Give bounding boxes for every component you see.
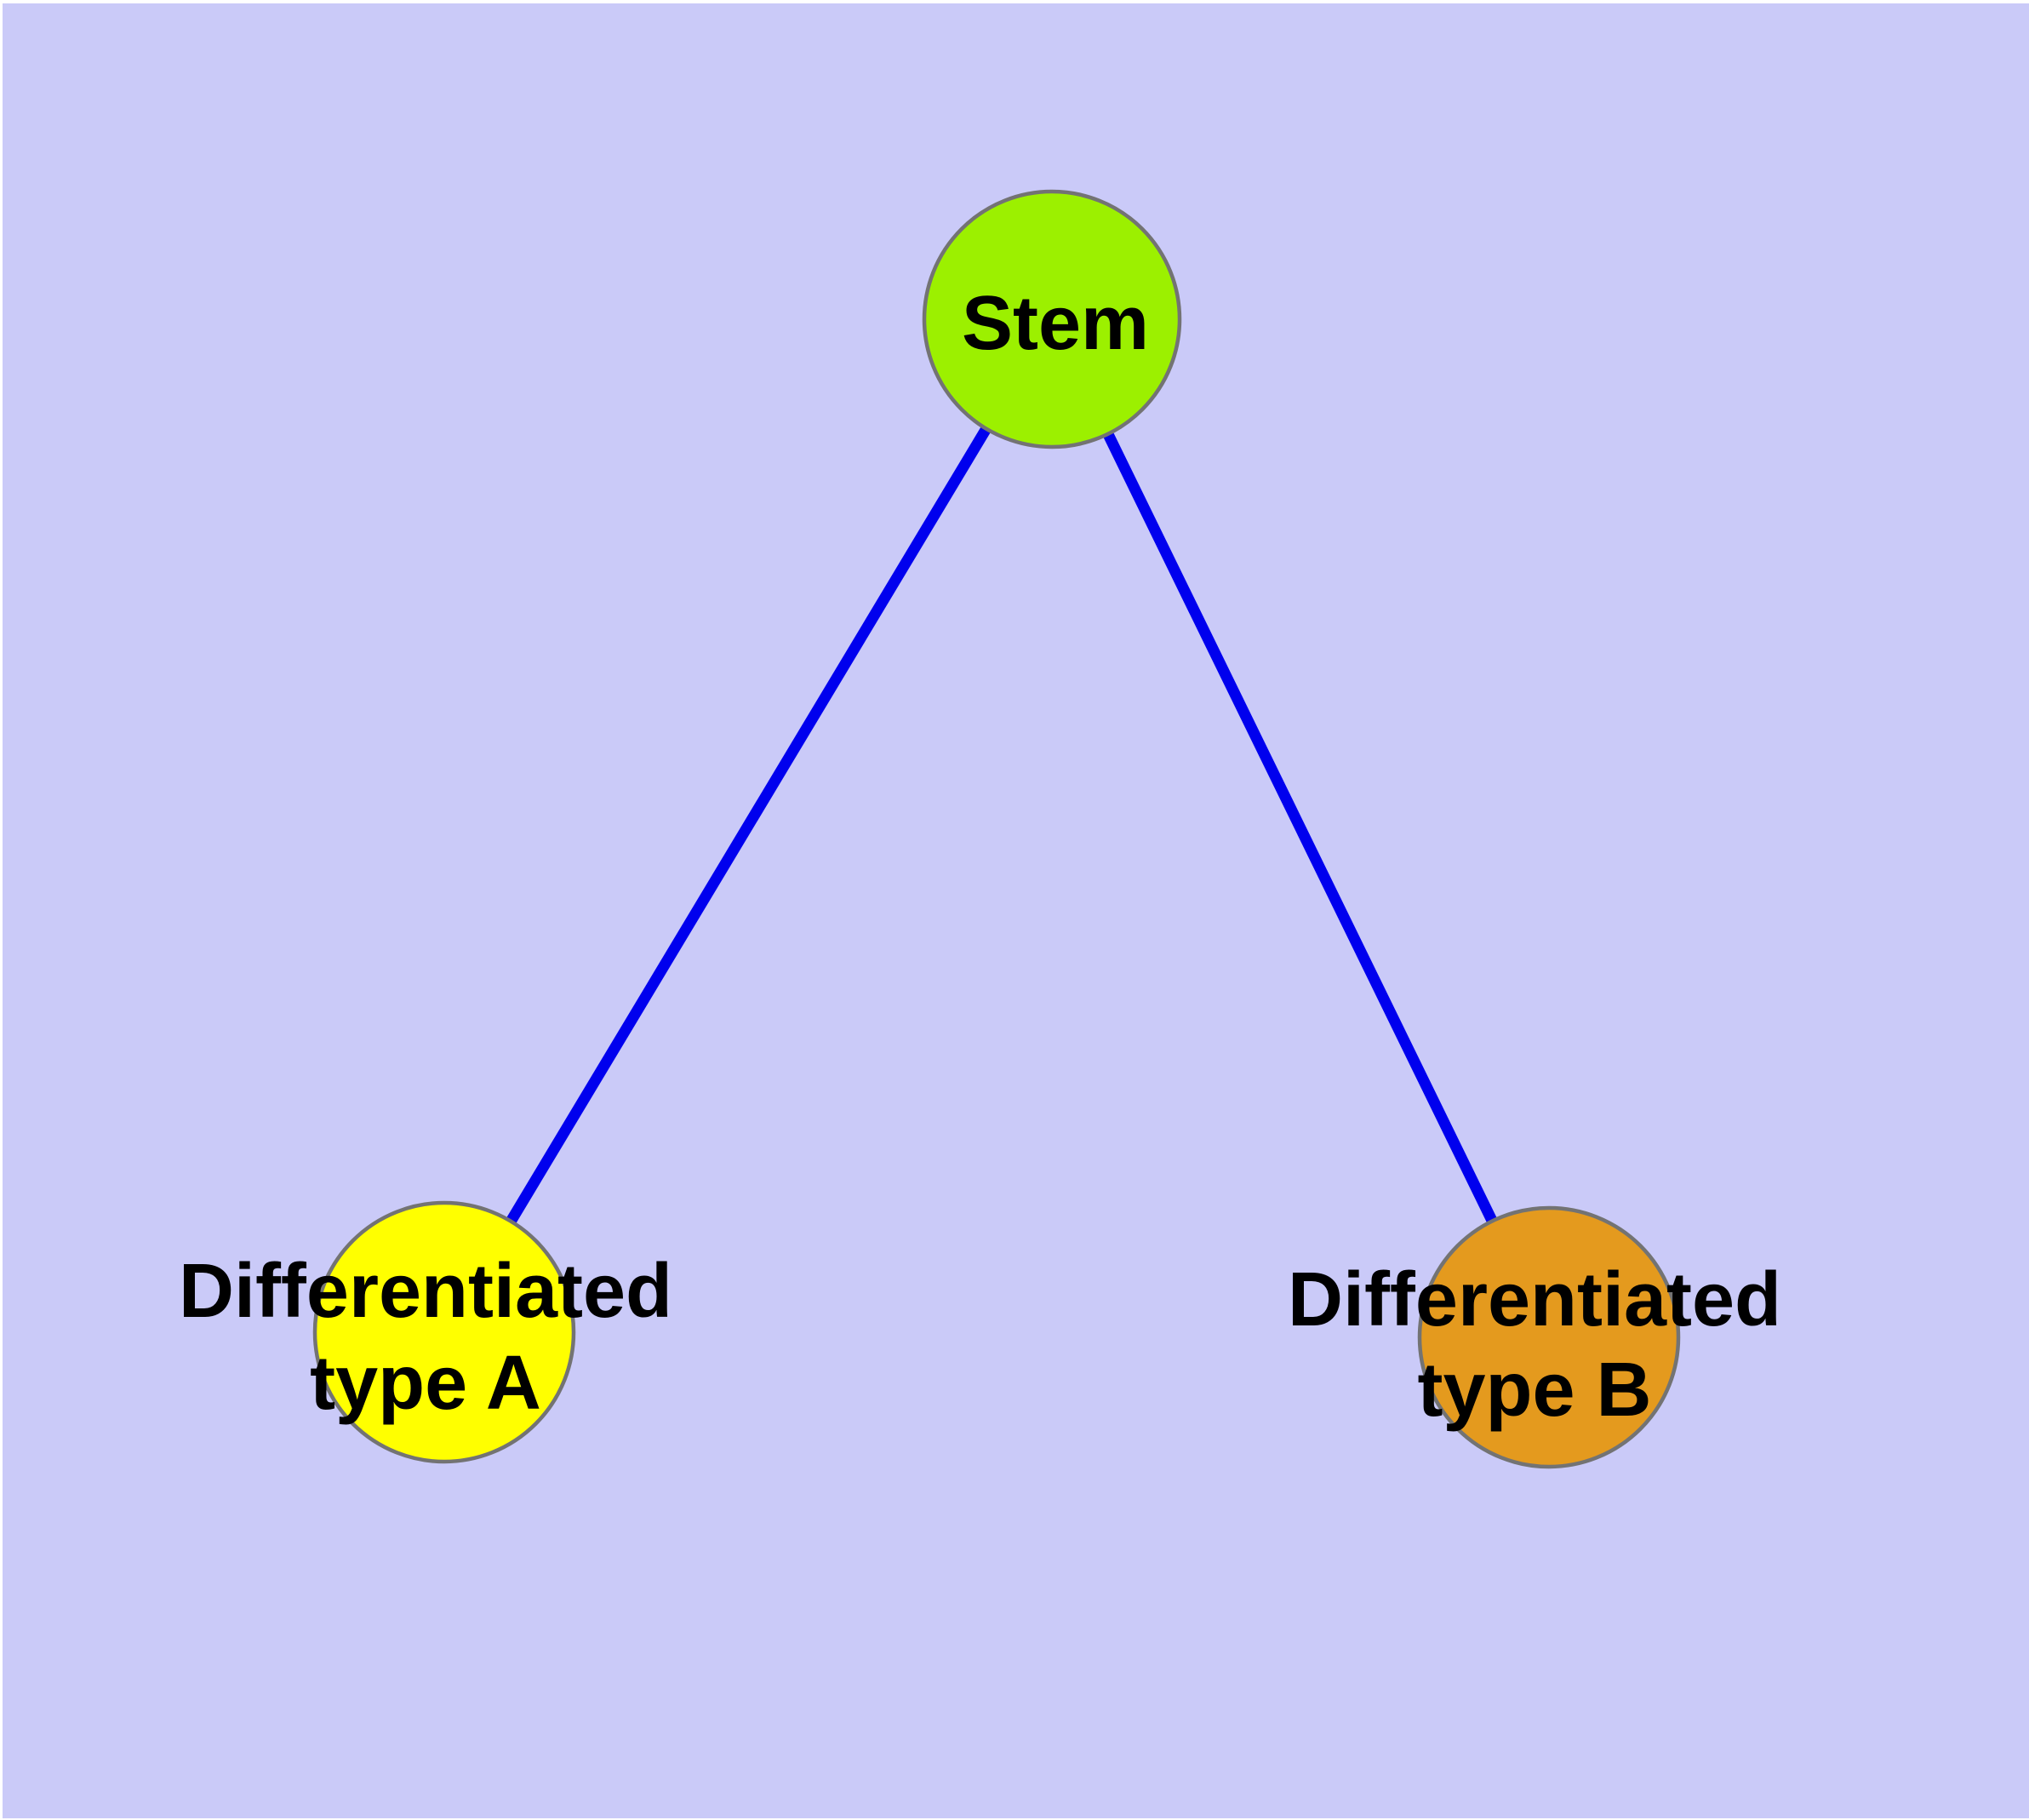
node-stem-circle[interactable] <box>922 189 1182 449</box>
edge-stem-to-diff-a[interactable] <box>439 316 1057 1336</box>
node-differentiated-type-a-label-line2: type A <box>310 1341 541 1426</box>
edge-stem-to-diff-b[interactable] <box>1047 317 1554 1340</box>
node-differentiated-type-a-label-line1: Differentiated <box>179 1249 672 1334</box>
node-differentiated-type-b[interactable]: Differentiated type B <box>1288 1205 1781 1469</box>
node-differentiated-type-b-circle[interactable] <box>1417 1205 1681 1469</box>
node-differentiated-type-a-circle[interactable] <box>312 1200 576 1464</box>
node-differentiated-type-b-label-line2: type B <box>1417 1348 1651 1433</box>
node-differentiated-type-a[interactable]: Differentiated type A <box>179 1200 672 1464</box>
node-stem[interactable]: Stem <box>922 189 1182 449</box>
node-stem-label: Stem <box>962 281 1149 366</box>
node-differentiated-type-b-label-line1: Differentiated <box>1288 1257 1781 1342</box>
